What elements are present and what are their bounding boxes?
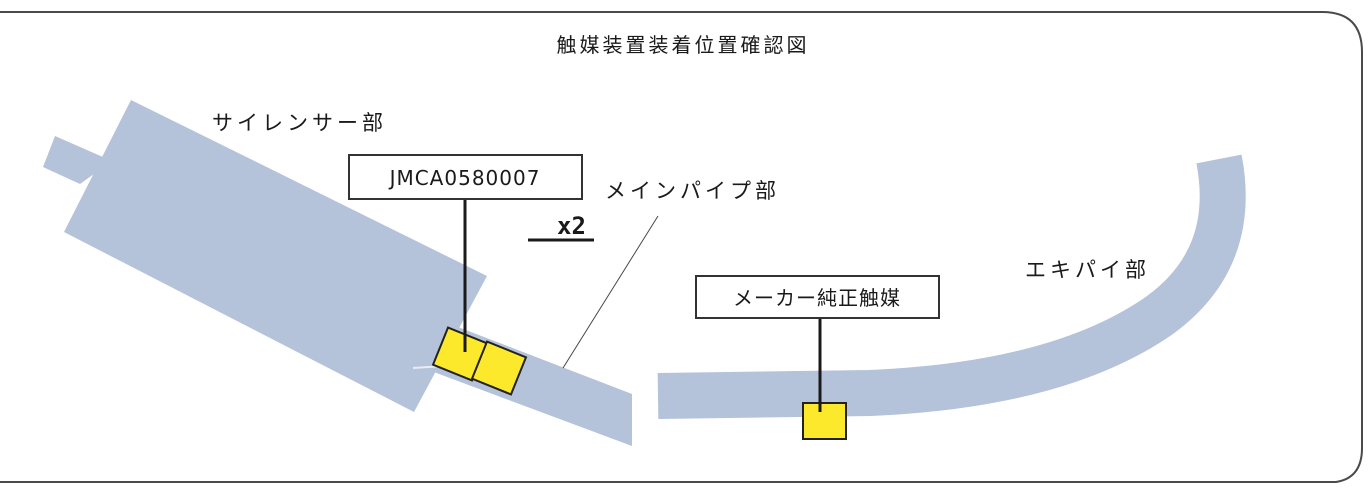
silencer-body	[64, 100, 487, 412]
exhaust-pipe-label: エキパイ部	[1025, 258, 1150, 282]
diagram-title: 触媒装置装着位置確認図	[557, 33, 810, 57]
exhaust-pipe	[657, 154, 1246, 419]
oem-catalyst-label: メーカー純正触媒	[733, 286, 901, 310]
main-pipe-leader	[562, 215, 659, 369]
oem-catalyst	[802, 402, 847, 440]
installed-catalyst-callout	[348, 154, 583, 200]
installed-catalyst-quantity: x2	[557, 212, 586, 240]
main-pipe-label: メインパイプ部	[605, 179, 780, 203]
installed-catalyst-model: JMCA0580007	[388, 166, 541, 190]
installed-catalyst-2	[470, 340, 528, 396]
silencer-label: サイレンサー部	[212, 111, 387, 135]
diagram-frame	[0, 11, 1363, 483]
oem-catalyst-callout	[695, 275, 940, 319]
